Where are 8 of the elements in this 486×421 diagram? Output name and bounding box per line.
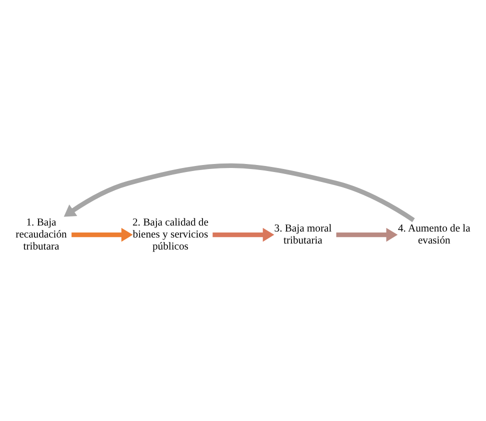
node-text: 2. Baja calidad de bienes y servicios públicos: [132, 217, 208, 252]
arrow: [336, 228, 398, 242]
node-text: 4. Aumento de la evasión: [398, 223, 470, 246]
arrow: [64, 163, 415, 222]
node-text: 1. Baja recaudación tributara: [16, 217, 67, 252]
arrow: [212, 228, 274, 242]
node-text: 3. Baja moral tributaria: [274, 223, 332, 246]
arrow: [72, 228, 133, 242]
